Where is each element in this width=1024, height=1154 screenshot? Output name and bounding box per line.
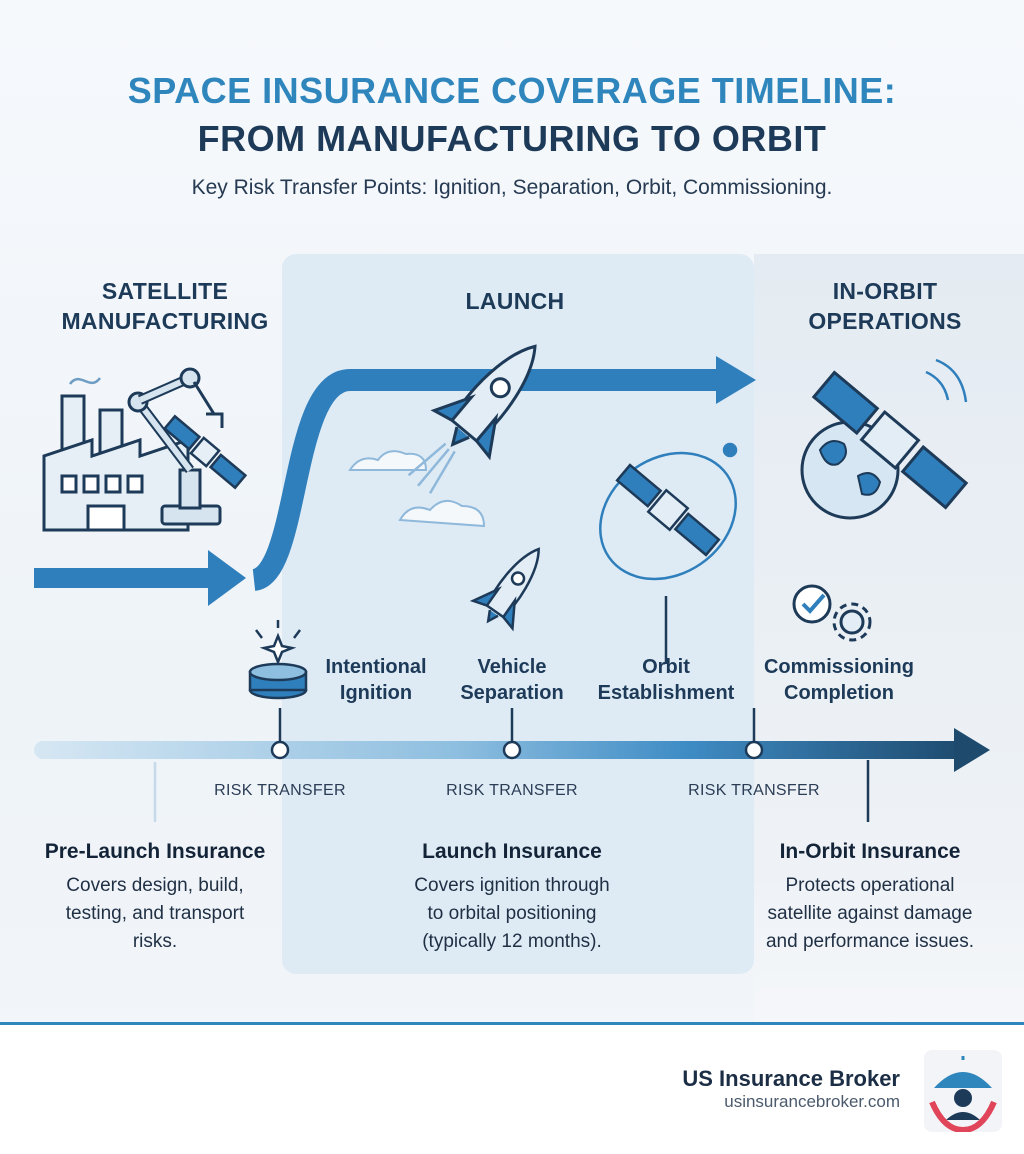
robot-arm-icon <box>127 367 224 526</box>
earth-satellite-icon <box>800 358 969 520</box>
risk-transfer-label-1: RISK TRANSFER <box>214 782 346 799</box>
pre-launch-insurance-title: Pre-Launch Insurance <box>44 840 266 863</box>
satellite-part-icon <box>162 414 248 490</box>
launch-flow-arrow <box>250 356 756 591</box>
check-gear-icon <box>792 584 872 642</box>
manufacturing-flow-arrow <box>34 550 246 606</box>
large-rocket-icon <box>407 344 537 494</box>
milestone-markers <box>270 596 764 760</box>
coverage-connectors <box>153 760 870 822</box>
footer-divider <box>0 1022 1024 1025</box>
in-orbit-panel <box>754 254 1024 1024</box>
timeline-bar <box>34 728 990 772</box>
in-orbit-insurance-title: In-Orbit Insurance <box>779 840 961 863</box>
orbit-satellite-icon <box>599 442 738 581</box>
brand-url[interactable]: usinsurancebroker.com <box>724 1092 900 1111</box>
risk-transfer-label-2: RISK TRANSFER <box>446 782 578 799</box>
title-line-2: FROM MANUFACTURING TO ORBIT <box>197 118 827 159</box>
risk-transfer-label-3: RISK TRANSFER <box>688 782 820 799</box>
pre-launch-insurance-desc: Covers design, build,testing, and transp… <box>65 875 245 952</box>
phase-launch-title: LAUNCH <box>465 288 565 314</box>
title-line-1: SPACE INSURANCE COVERAGE TIMELINE: <box>127 70 897 111</box>
ignition-button-icon <box>248 620 308 700</box>
brand-logo-icon <box>924 1050 1002 1132</box>
footer <box>0 1025 1024 1154</box>
small-rocket-icon <box>469 547 540 632</box>
launch-insurance-title: Launch Insurance <box>422 840 602 863</box>
clouds-icon <box>348 450 486 528</box>
subtitle: Key Risk Transfer Points: Ignition, Sepa… <box>191 176 833 199</box>
brand-name: US Insurance Broker <box>682 1066 900 1091</box>
